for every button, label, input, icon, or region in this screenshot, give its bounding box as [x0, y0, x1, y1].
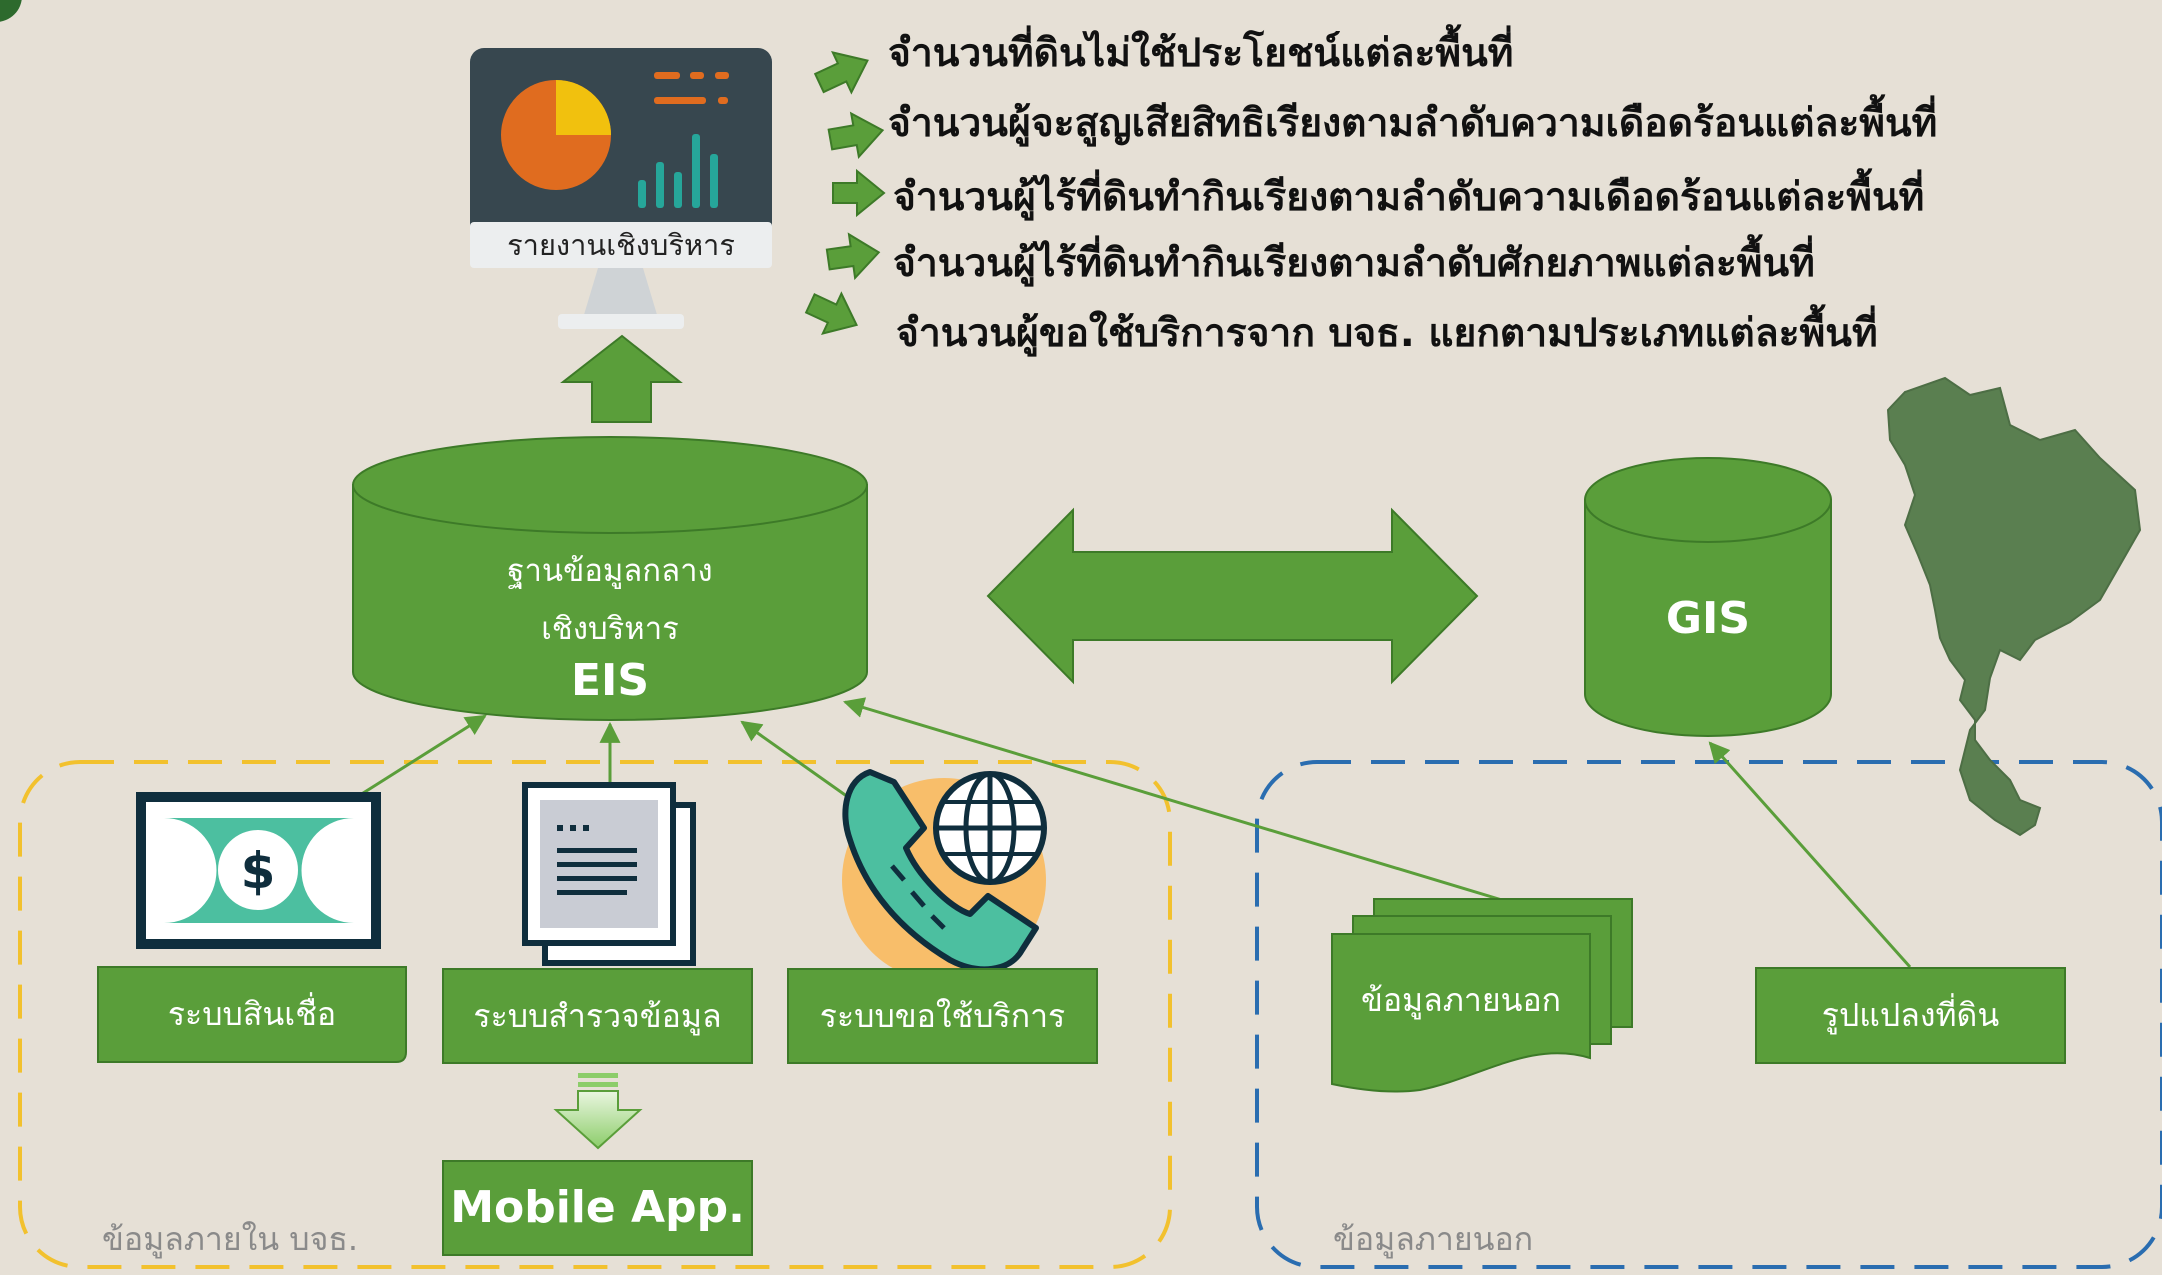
eis-gis-exchange-arrow — [986, 507, 1479, 685]
bullet-landless-hardship: จำนวนผู้ไร้ที่ดินทำกินเรียงตามลำดับความเ… — [893, 175, 1925, 220]
service-system-label: ระบบขอใช้บริการ — [819, 997, 1066, 1035]
external-data-docs — [1331, 898, 1633, 1093]
external-data-label: ข้อมูลภายนอก — [1360, 981, 1562, 1019]
external-to-eis-connector — [842, 697, 1503, 902]
service-system-box — [787, 968, 1098, 1064]
eis-to-report-arrow — [560, 334, 683, 423]
money-icon: $ — [136, 792, 381, 949]
thailand-map — [1886, 376, 2142, 837]
bullet-arrow-icon — [813, 51, 869, 95]
bullet-arrow-icon — [832, 168, 886, 218]
credit-to-eis-connector — [359, 714, 487, 797]
bullet-arrow-icon — [825, 232, 881, 281]
gis-database — [1584, 457, 1832, 737]
eis-label-line2: เชิงบริหาร — [541, 611, 679, 647]
bullet-arrow-icon — [827, 111, 885, 160]
monitor-report-icon — [470, 48, 772, 329]
monitor-label: รายงานเชิงบริหาร — [507, 228, 735, 262]
land-parcels-box — [1755, 967, 2066, 1064]
survey-system-box — [442, 968, 753, 1064]
bullet-landless-potential: จำนวนผู้ไร้ที่ดินทำกินเรียงตามลำดับศักยภ… — [893, 241, 1815, 286]
bullet-losing-rights: จำนวนผู้จะสูญเสียสิทธิเรียงตามลำดับความเ… — [888, 101, 1938, 146]
internal-group-label: ข้อมูลภายใน บจธ. — [102, 1220, 359, 1258]
bullet-arrow-icon — [804, 291, 858, 336]
gis-code: GIS — [1665, 593, 1751, 644]
eis-code: EIS — [570, 655, 650, 706]
internal-data-group — [18, 760, 1172, 1269]
mobile-app-box — [442, 1160, 753, 1256]
bullet-unused-land: จำนวนที่ดินไม่ใช้ประโยชน์แต่ละพื้นที่ — [888, 31, 1514, 76]
land-parcels-label: รูปแปลงที่ดิน — [1821, 996, 2000, 1034]
credit-system-label: ระบบสินเชื่อ — [167, 995, 337, 1033]
external-group-label: ข้อมูลภายนอก — [1333, 1220, 1534, 1258]
corner-badge — [0, 0, 22, 22]
eis-label-line1: ฐานข้อมูลกลาง — [507, 553, 713, 589]
svg-text:$: $ — [241, 842, 276, 900]
eis-database — [352, 436, 868, 721]
service-to-eis-connector — [740, 720, 849, 799]
credit-system-box — [97, 966, 407, 1063]
mobile-app-label: Mobile App. — [450, 1182, 745, 1233]
document-icon — [522, 782, 696, 966]
survey-system-label: ระบบสำรวจข้อมูล — [473, 997, 722, 1035]
bullet-service-requests: จำนวนผู้ขอใช้บริการจาก บจธ. แยกตามประเภท… — [896, 311, 1878, 356]
down-arrow-icon — [553, 1073, 643, 1150]
parcels-to-gis-connector — [1708, 741, 1912, 968]
phone-globe-icon — [842, 769, 1047, 982]
